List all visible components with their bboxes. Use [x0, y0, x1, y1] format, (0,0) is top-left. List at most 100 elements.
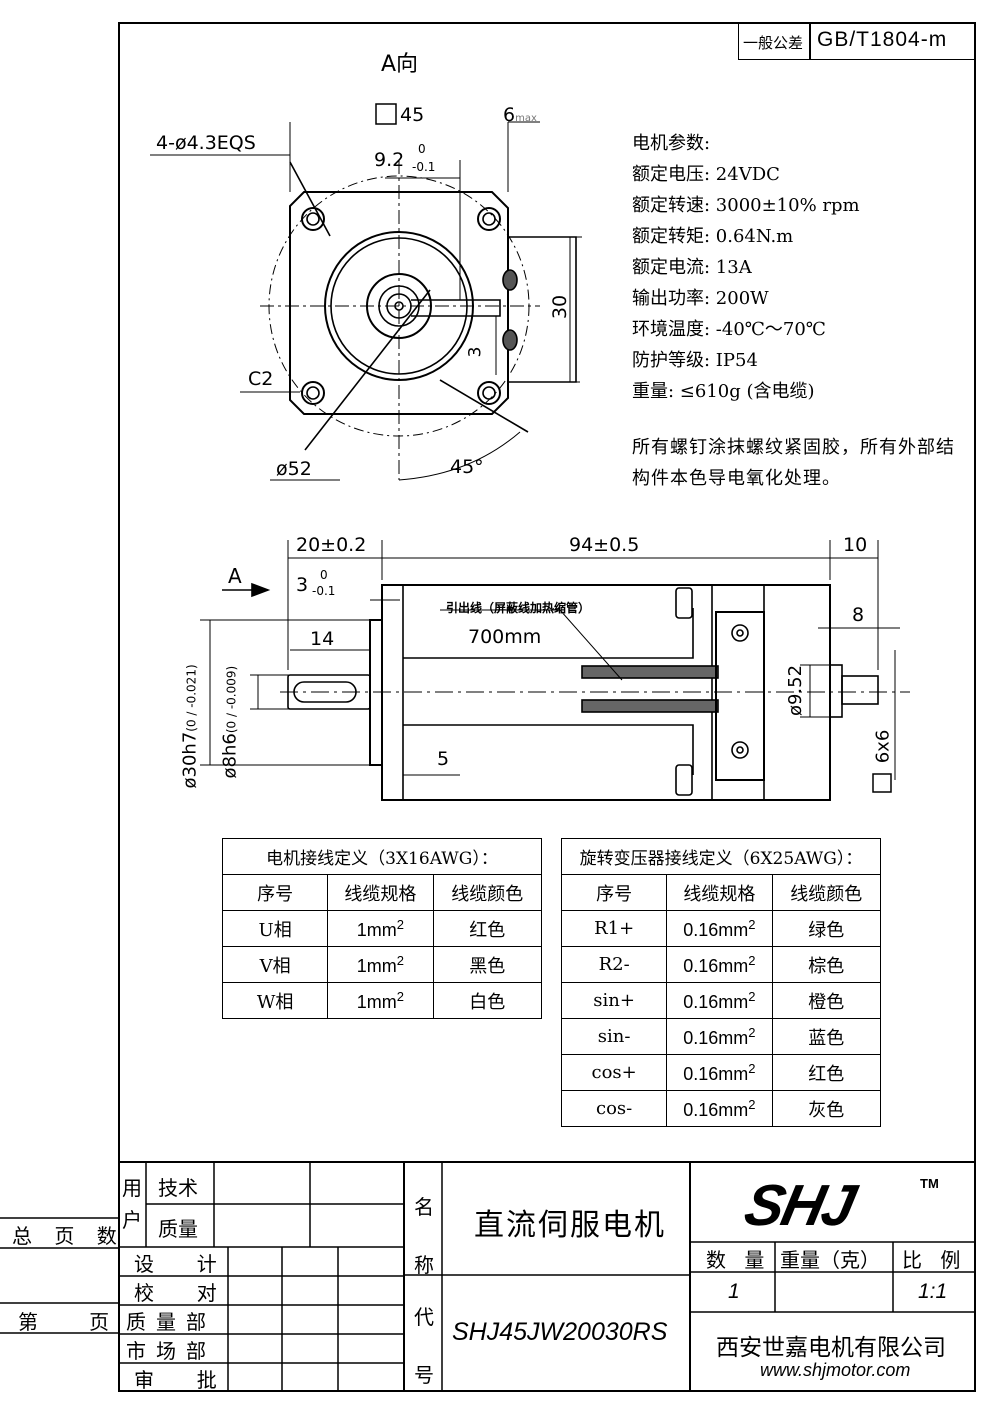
role-market: 市场部 — [126, 1339, 216, 1363]
param-line: 额定电压: 24VDC — [632, 164, 780, 185]
cell: cos+ — [560, 1054, 668, 1091]
tech-label: 技术 — [158, 1176, 198, 1200]
dim-30: 30 — [549, 294, 572, 320]
table-row: sin- 0.16mm2 蓝色 — [560, 1018, 882, 1055]
param-line: 防护等级: IP54 — [632, 350, 758, 371]
qty-value: 1 — [728, 1280, 740, 1303]
cell: 红色 — [432, 910, 543, 947]
param-line: 额定电流: 13A — [632, 257, 752, 278]
dim-94: 94±0.5 — [569, 534, 640, 556]
user-label: 用户 — [122, 1176, 142, 1232]
dim-3-end: 3 — [465, 346, 486, 358]
tolerance-label: 一般公差 — [743, 34, 804, 52]
col-header: 序号 — [560, 874, 668, 911]
cell: 绿色 — [771, 910, 882, 947]
cell: R2- — [560, 946, 668, 983]
dia-30: ø30h7(0 / -0.021) — [179, 664, 201, 789]
cell: U相 — [221, 910, 329, 947]
dia-8: ø8h6(0 / -0.009) — [219, 665, 241, 779]
resolver-wiring-table: 旋转变压器接线定义（6X25AWG）： 序号 线缆规格 线缆颜色 R1+ 0.1… — [560, 838, 882, 1127]
dim-3-side: 3 — [296, 574, 309, 596]
name-label: 名称 — [414, 1195, 434, 1277]
cell: 0.16mm2 — [666, 1018, 773, 1055]
role-qa: 质量部 — [126, 1310, 216, 1334]
param-line: 环境温度: -40℃～70℃ — [632, 319, 826, 340]
product-name: 直流伺服电机 — [474, 1208, 666, 1243]
dim-9-2: 9.2 — [374, 149, 405, 171]
view-a-title: A向 — [381, 52, 419, 77]
col-header: 线缆规格 — [327, 874, 434, 911]
cell: 1mm2 — [327, 946, 434, 983]
code-label: 代号 — [414, 1305, 434, 1387]
tolerance-box: 一般公差 GB/T1804-m — [738, 24, 974, 60]
dim-3-side-tol-up: 0 — [320, 568, 328, 582]
resolver-table-caption: 旋转变压器接线定义（6X25AWG）： — [561, 838, 881, 875]
cell: cos- — [560, 1090, 668, 1127]
company-website: www.shjmotor.com — [760, 1360, 911, 1380]
motor-params: 电机参数: 额定电压: 24VDC 额定转速: 3000±10% rpm 额定转… — [632, 128, 860, 407]
motor-wiring-table: 电机接线定义（3X16AWG）： 序号 线缆规格 线缆颜色 U相 1mm2 红色… — [221, 838, 543, 1019]
cell: V相 — [221, 946, 329, 983]
cell: 棕色 — [771, 946, 882, 983]
motor-table-caption: 电机接线定义（3X16AWG）： — [222, 838, 542, 875]
cell: 1mm2 — [327, 982, 434, 1019]
title-block-grid — [0, 1161, 976, 1390]
dim-6max: 6max — [503, 104, 537, 126]
table-row: V相 1mm2 黑色 — [221, 946, 543, 983]
params-heading: 电机参数: — [632, 133, 711, 154]
role-approve: 审 批 — [134, 1368, 227, 1392]
col-header: 线缆规格 — [666, 874, 773, 911]
dim-10: 10 — [843, 534, 868, 556]
table-row: R2- 0.16mm2 棕色 — [560, 946, 882, 983]
cell: 1mm2 — [327, 910, 434, 947]
dim-6x6: 6x6 — [872, 729, 894, 764]
company-name: 西安世嘉电机有限公司 — [716, 1335, 946, 1361]
dim-9-2-tol-up: 0 — [418, 142, 426, 156]
dim-5: 5 — [437, 748, 450, 770]
cell: 黑色 — [432, 946, 543, 983]
col-header: 线缆颜色 — [771, 874, 882, 911]
dim-9-2-tol-low: -0.1 — [412, 160, 436, 174]
cell: sin- — [560, 1018, 668, 1055]
end-view-drawing — [150, 103, 582, 481]
table-row: R1+ 0.16mm2 绿色 — [560, 910, 882, 947]
dim-chamfer: C2 — [248, 368, 274, 390]
role-design: 设 计 — [134, 1252, 227, 1276]
cell: 0.16mm2 — [666, 1090, 773, 1127]
total-pages-label: 总 页 数 — [12, 1224, 125, 1248]
cell: W相 — [221, 982, 329, 1019]
col-header: 序号 — [221, 874, 329, 911]
view-a-arrow-label: A — [228, 564, 242, 588]
dia-9-52: ø9.52 — [785, 664, 807, 717]
company-logo: SHJ TM — [739, 1173, 939, 1238]
col-header: 线缆颜色 — [432, 874, 543, 911]
cell: 红色 — [771, 1054, 882, 1091]
dim-14: 14 — [310, 628, 335, 650]
dim-3-side-tol-low: -0.1 — [312, 584, 336, 598]
qty-label: 数 量 — [706, 1248, 771, 1272]
table-row: W相 1mm2 白色 — [221, 982, 543, 1019]
weight-label: 重量（克） — [780, 1248, 880, 1272]
drawing-frame — [118, 22, 976, 1392]
cell: 0.16mm2 — [666, 946, 773, 983]
dim-dia-52: ø52 — [276, 458, 312, 480]
role-check: 校 对 — [134, 1281, 227, 1305]
dim-8: 8 — [852, 604, 865, 626]
param-line: 额定转速: 3000±10% rpm — [632, 195, 860, 216]
param-line: 重量: ≤610g (含电缆) — [632, 381, 815, 402]
cell: 0.16mm2 — [666, 1054, 773, 1091]
cell: 蓝色 — [771, 1018, 882, 1055]
param-line: 额定转矩: 0.64N.m — [632, 226, 794, 247]
cell: 白色 — [432, 982, 543, 1019]
scale-value: 1:1 — [918, 1280, 948, 1303]
dim-square-45: 45 — [400, 104, 425, 126]
param-line: 输出功率: 200W — [632, 288, 769, 309]
scale-label: 比 例 — [902, 1248, 967, 1272]
table-row: sin+ 0.16mm2 橙色 — [560, 982, 882, 1019]
lead-length: 700mm — [468, 626, 542, 648]
side-view-drawing — [200, 540, 910, 801]
cell: R1+ — [560, 910, 668, 947]
dim-20: 20±0.2 — [296, 534, 367, 556]
process-note: 所有螺钉涂抹螺纹紧固胶，所有外部结构件本色导电氧化处理。 — [632, 437, 955, 489]
table-row: U相 1mm2 红色 — [221, 910, 543, 947]
